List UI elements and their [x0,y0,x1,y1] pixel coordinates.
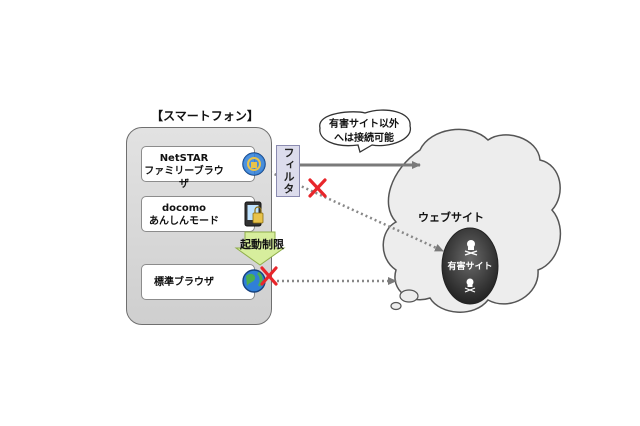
skull-icon [464,240,478,256]
app-netstar-line1: NetSTAR [159,153,209,164]
app-netstar-family-browser: NetSTAR ファミリーブラウザ [141,146,255,190]
launch-block-label: 起動制限 [240,238,284,251]
block-x-filter-icon [308,178,327,198]
app-standard-line1: 標準ブラウザ [154,277,214,288]
bubble-line1: 有害サイト以外 [329,119,399,130]
web-cloud [382,128,562,313]
app-netstar-line2: ファミリーブラウザ [144,166,224,190]
filter-label: フィルタ [276,145,300,197]
phone-title: 【スマートフォン】 [151,109,259,123]
harmful-site-label: 有害サイト [447,262,493,272]
bubble-text: 有害サイト以外 へは接続可能 [317,118,411,146]
smartphone: NetSTAR ファミリーブラウザ docomo あんしんモード 標準ブラウザ [126,127,272,325]
bubble-line2: へは接続可能 [334,133,394,144]
app-docomo-line2: あんしんモード [149,216,219,227]
speech-bubble [319,109,411,153]
website-label: ウェブサイト [418,211,484,224]
app-standard-browser: 標準ブラウザ [141,264,255,300]
app-docomo-anshin-mode: docomo あんしんモード [141,196,255,232]
app-docomo-line1: docomo [161,203,207,214]
harmful-site-circle [441,227,499,305]
skull-icon-small [464,278,476,293]
